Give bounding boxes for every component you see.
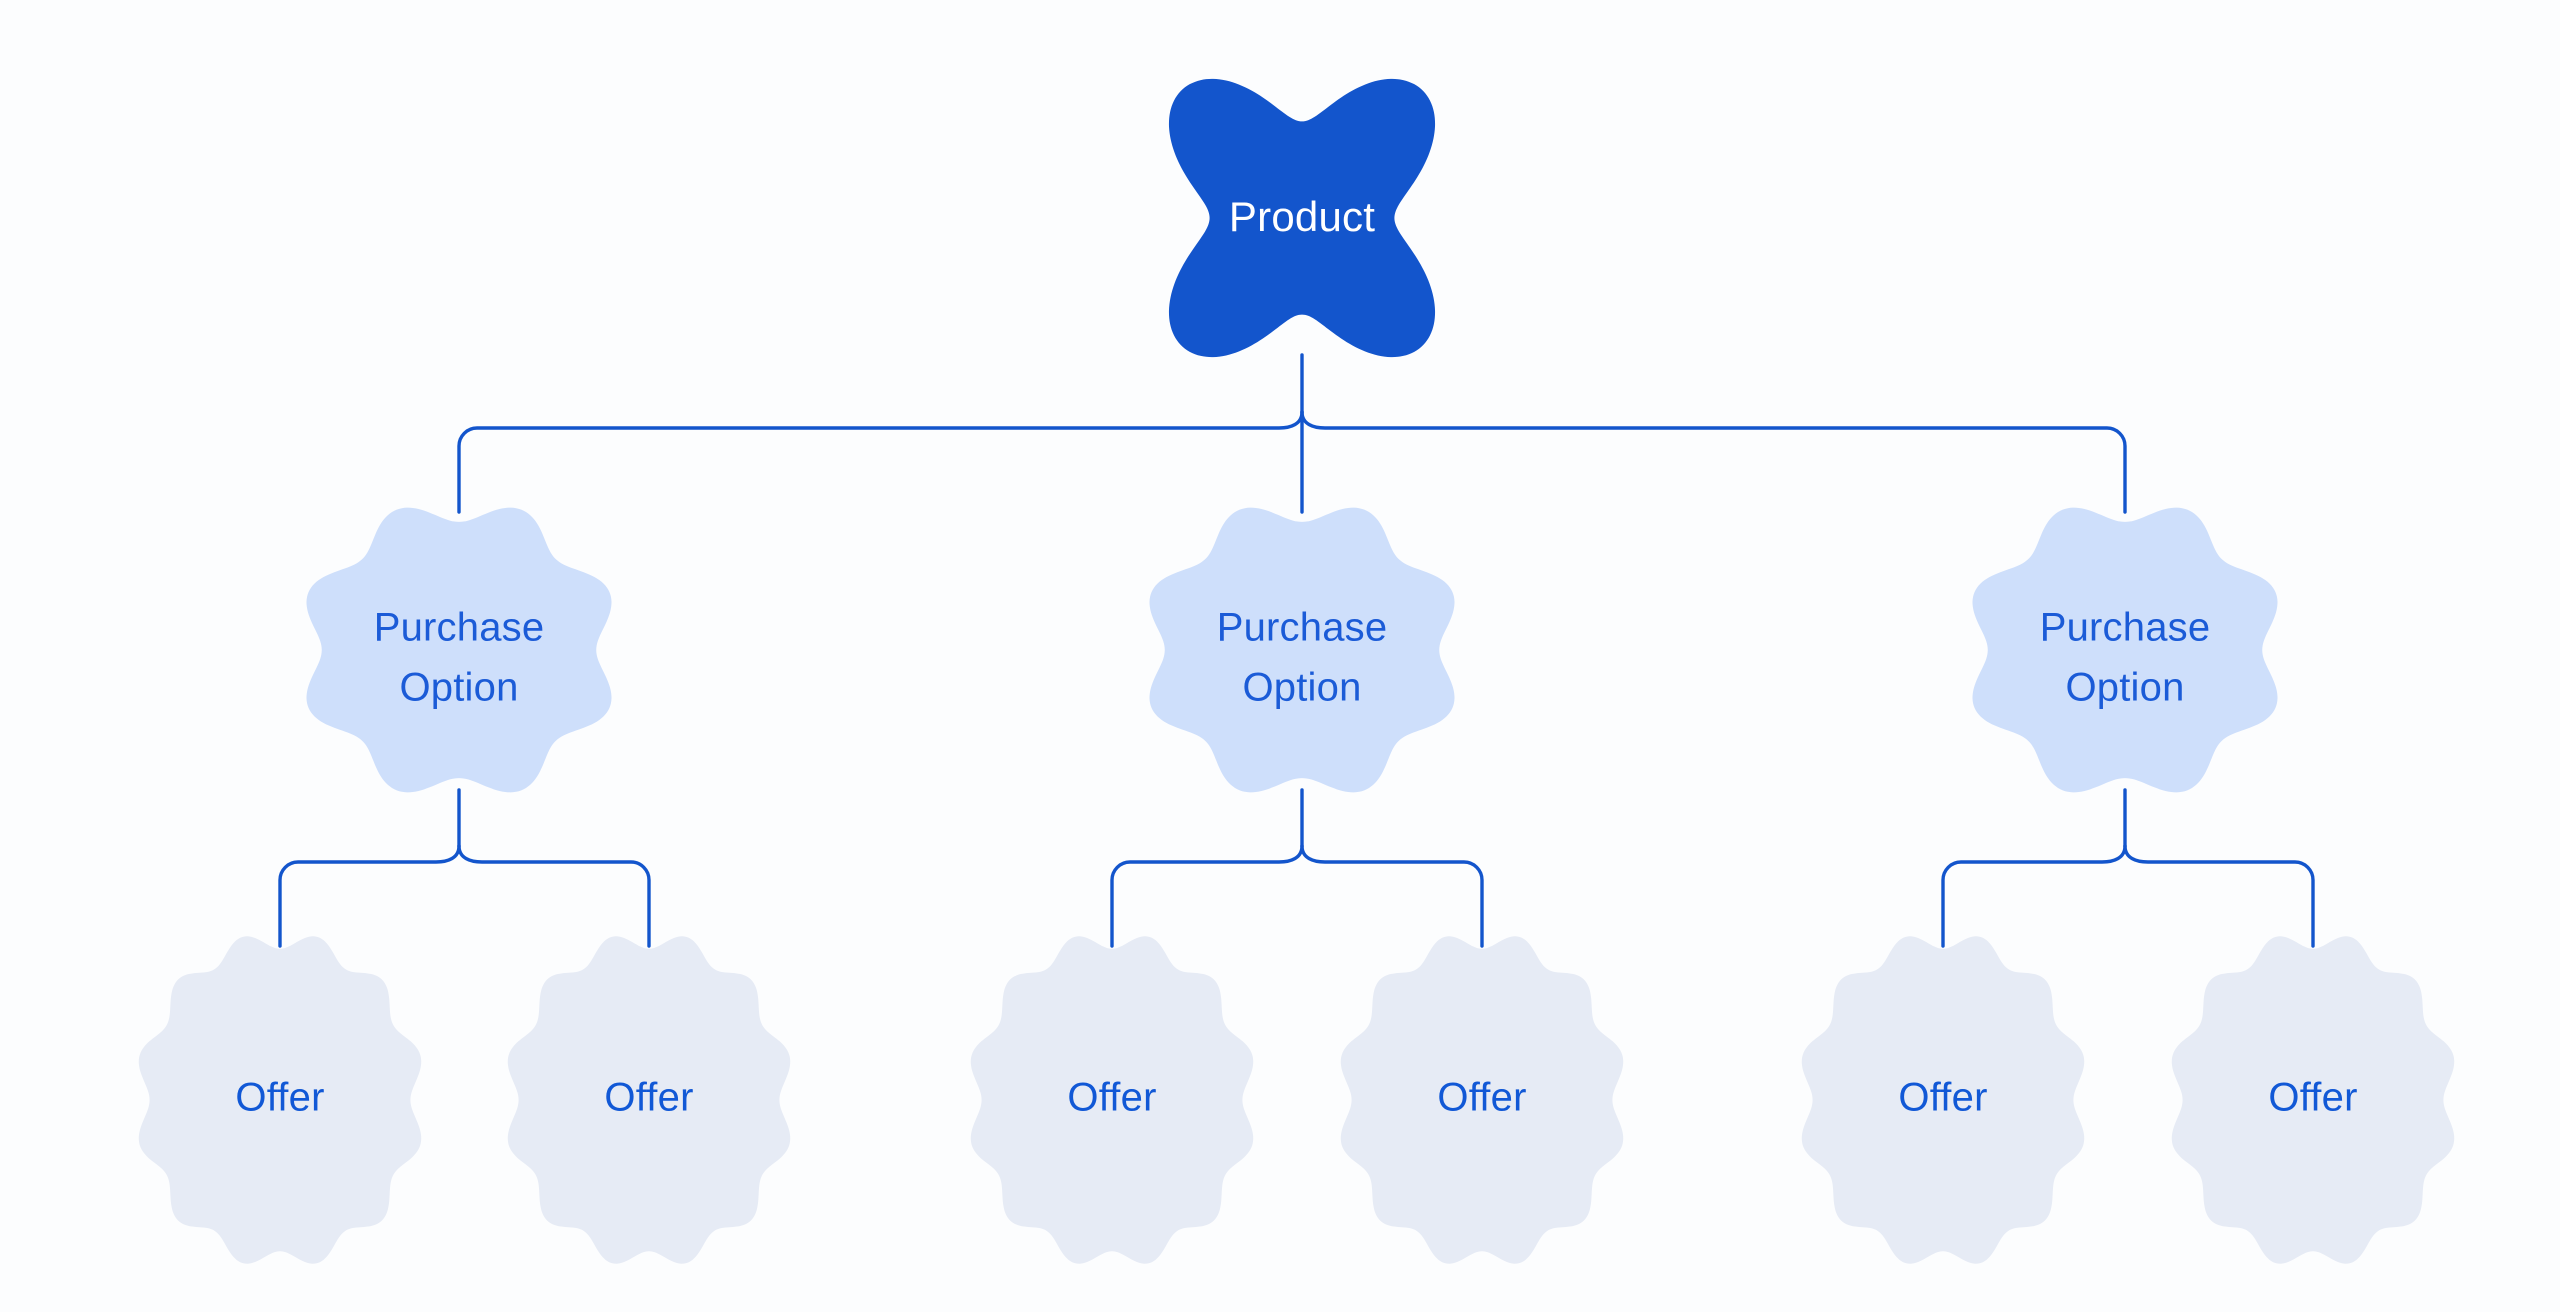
connector-option1-branch-right	[457, 844, 651, 948]
purchase-option-flower-shape	[1972, 507, 2278, 793]
connector-root-junction-right	[1300, 410, 2127, 514]
offer-scallop-shape	[1340, 936, 1624, 1264]
connector-group-option-1	[278, 788, 651, 948]
product-label: Product	[1229, 193, 1375, 240]
node-offer-4[interactable]: Offer	[1340, 936, 1624, 1264]
offer-label: Offer	[1898, 1076, 1987, 1120]
purchase-option-label-line2: Option	[1242, 666, 1361, 710]
purchase-option-label-line1: Purchase	[2040, 606, 2211, 650]
offer-label: Offer	[1437, 1076, 1526, 1120]
purchase-option-label-line1: Purchase	[1217, 606, 1388, 650]
product-blob-shape	[1168, 78, 1436, 358]
offer-label: Offer	[1067, 1076, 1156, 1120]
offer-scallop-shape	[970, 936, 1254, 1264]
connector-group-root	[457, 353, 2127, 514]
node-offer-6[interactable]: Offer	[2171, 936, 2455, 1264]
node-offer-1[interactable]: Offer	[138, 936, 422, 1264]
purchase-option-flower-shape	[1149, 507, 1455, 793]
connector-root-junction-left	[457, 410, 1304, 514]
node-purchase-option-1[interactable]: Purchase Option	[306, 507, 612, 793]
purchase-option-label-line1: Purchase	[374, 606, 545, 650]
node-offer-5[interactable]: Offer	[1801, 936, 2085, 1264]
purchase-option-flower-shape	[306, 507, 612, 793]
node-offer-2[interactable]: Offer	[507, 936, 791, 1264]
offer-scallop-shape	[507, 936, 791, 1264]
node-purchase-option-2[interactable]: Purchase Option	[1149, 507, 1455, 793]
offer-scallop-shape	[138, 936, 422, 1264]
connector-option3-branch-left	[1941, 844, 2127, 948]
purchase-option-label-line2: Option	[2065, 666, 2184, 710]
node-product[interactable]: Product	[1168, 78, 1436, 358]
connector-option1-branch-left	[278, 844, 461, 948]
connector-option2-branch-right	[1300, 844, 1484, 948]
purchase-option-label-line2: Option	[399, 666, 518, 710]
offer-scallop-shape	[1801, 936, 2085, 1264]
offer-scallop-shape	[2171, 936, 2455, 1264]
connector-option2-branch-left	[1110, 844, 1304, 948]
offer-label: Offer	[2268, 1076, 2357, 1120]
node-offer-3[interactable]: Offer	[970, 936, 1254, 1264]
offer-label: Offer	[604, 1076, 693, 1120]
connector-option3-branch-right	[2123, 844, 2315, 948]
node-purchase-option-3[interactable]: Purchase Option	[1972, 507, 2278, 793]
connector-group-option-3	[1941, 788, 2315, 948]
offer-label: Offer	[235, 1076, 324, 1120]
connector-group-option-2	[1110, 788, 1484, 948]
